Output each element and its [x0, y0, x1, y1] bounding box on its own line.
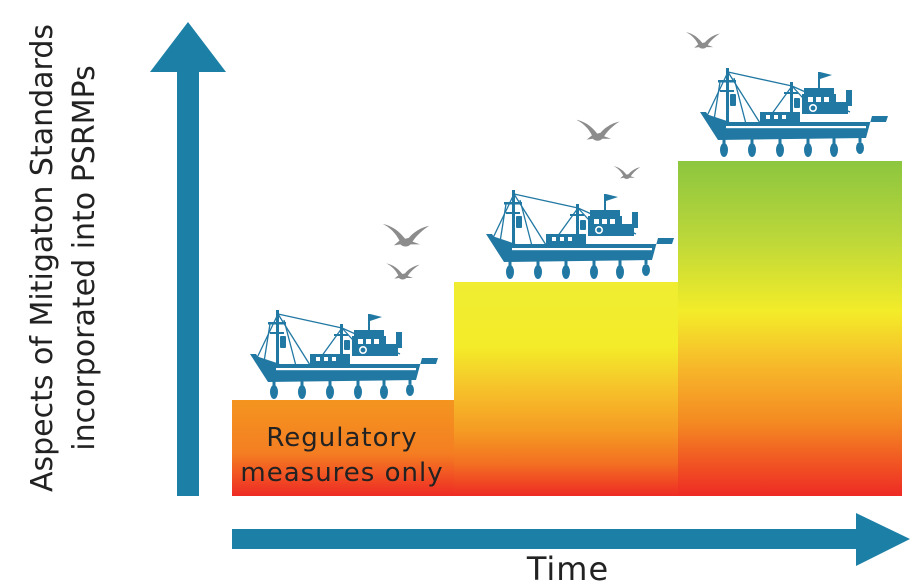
- y-axis-label-line-2: incorporated into PSRMPs: [67, 65, 102, 451]
- fishing-boat-icon: [250, 310, 439, 400]
- y-axis-label-line-1: Aspects of Mitigaton Standards: [25, 24, 60, 492]
- seagull-icon: [576, 119, 620, 141]
- arrow-right-icon: [232, 513, 910, 566]
- seagull-icon: [386, 263, 420, 280]
- seagull-icon: [686, 32, 720, 49]
- arrow-up-icon: [150, 22, 226, 496]
- step-1-label-line-1: Regulatory: [266, 423, 417, 453]
- seagull-icon: [613, 166, 641, 179]
- step-1-block: [232, 400, 454, 496]
- step-1-label-line-2: measures only: [240, 458, 443, 488]
- fishing-boat-icon: [486, 190, 675, 280]
- x-axis-label: Time: [526, 550, 609, 585]
- fishing-boat-icon: [700, 68, 889, 158]
- step-3-block: [678, 161, 902, 496]
- step-2-block: [454, 282, 678, 496]
- seagull-icon: [382, 223, 430, 247]
